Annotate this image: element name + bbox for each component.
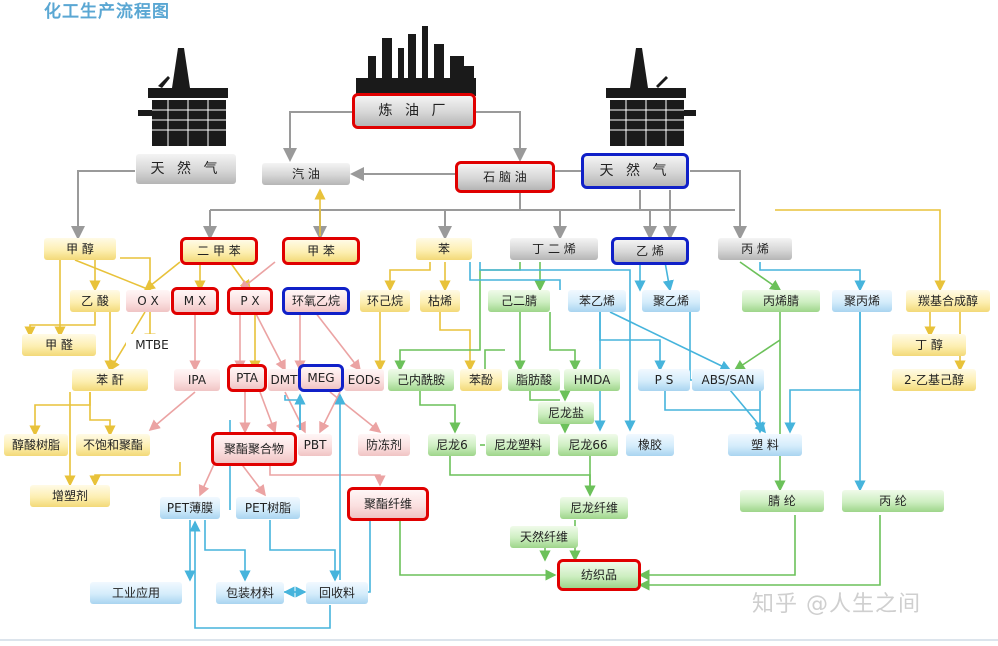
node-propylene: 丙 烯 [718, 238, 792, 260]
node-polypropylene-fiber: 丙 纶 [842, 490, 944, 512]
node-nylon-salt: 尼龙盐 [538, 402, 594, 424]
node-adipic-acid: 脂肪酸 [508, 369, 560, 391]
node-natural-gas-right: 天 然 气 [581, 153, 689, 189]
refinery-icon [356, 26, 476, 96]
node-cumene: 枯烯 [420, 290, 460, 312]
node-polyester-fiber: 聚酯纤维 [347, 487, 429, 521]
node-mx: M X [171, 287, 219, 315]
diagram-title: 化工生产流程图 [44, 2, 170, 22]
node-acrylonitrile: 丙烯腈 [742, 290, 820, 312]
node-rubber: 橡胶 [626, 434, 674, 456]
node-alkyd-resin: 醇酸树脂 [4, 434, 68, 456]
node-abs-san: ABS/SAN [692, 369, 764, 391]
node-ps: P S [638, 369, 690, 391]
node-plastics: 塑 料 [728, 434, 802, 456]
node-hmda: HMDA [564, 369, 620, 391]
node-dmt: DMT [268, 369, 300, 391]
watermark: 知乎 @人生之间 [752, 592, 921, 617]
node-px: P X [227, 287, 273, 315]
node-cyclohexane: 环己烷 [360, 290, 410, 312]
node-polypropylene: 聚丙烯 [832, 290, 892, 312]
node-gasoline: 汽 油 [262, 163, 350, 185]
oil-rig-icon-right [606, 48, 696, 146]
node-pet-film: PET薄膜 [160, 497, 220, 519]
node-refinery: 炼 油 厂 [352, 93, 476, 129]
node-natural-gas-left: 天 然 气 [136, 154, 236, 184]
node-formaldehyde: 甲 醛 [22, 334, 96, 356]
node-nylon-plastic: 尼龙塑料 [486, 434, 550, 456]
node-adiponitrile: 己二腈 [488, 290, 550, 312]
node-unsaturated-polyester: 不饱和聚酯 [76, 434, 150, 456]
node-butanol: 丁 醇 [892, 334, 966, 356]
node-plasticizer: 增塑剂 [30, 485, 110, 507]
node-nylon66: 尼龙66 [558, 434, 618, 456]
node-toluene: 甲 苯 [282, 237, 360, 265]
node-butadiene: 丁 二 烯 [510, 238, 598, 260]
node-naphtha: 石 脑 油 [455, 161, 555, 193]
node-methanol: 甲 醇 [44, 238, 116, 260]
node-xylene: 二 甲 苯 [180, 237, 258, 265]
node-packaging: 包装材料 [216, 582, 284, 604]
node-phenol: 苯酚 [460, 369, 502, 391]
node-benzene: 苯 [416, 238, 472, 260]
node-acetic-acid: 乙 酸 [70, 290, 120, 312]
node-styrene: 苯乙烯 [568, 290, 626, 312]
node-pet-resin: PET树脂 [236, 497, 300, 519]
node-nylon6: 尼龙6 [428, 434, 476, 456]
node-eods: EODs [344, 369, 384, 391]
node-natural-fiber: 天然纤维 [510, 526, 578, 548]
node-nylon-fiber: 尼龙纤维 [560, 497, 628, 519]
node-oxo-alcohol: 羰基合成醇 [906, 290, 990, 312]
node-polyethylene: 聚乙烯 [642, 290, 700, 312]
oil-rig-icon-left [138, 48, 228, 146]
node-ethylene-oxide: 环氧乙烷 [282, 287, 350, 315]
node-phthalic-anhydride: 苯 酐 [72, 369, 148, 391]
node-meg: MEG [298, 364, 344, 392]
node-ethylene: 乙 烯 [611, 237, 689, 265]
node-industrial-use: 工业应用 [90, 582, 182, 604]
node-recycled-material: 回收料 [306, 582, 368, 604]
node-antifreeze: 防冻剂 [358, 434, 410, 456]
node-acrylic-fiber: 腈 纶 [740, 490, 824, 512]
node-polyester-polymer: 聚酯聚合物 [211, 432, 297, 466]
node-ipa: IPA [174, 369, 220, 391]
node-pbt: PBT [298, 434, 332, 456]
node-mtbe: MTBE [126, 334, 178, 356]
node-caprolactam: 己内酰胺 [388, 369, 454, 391]
node-textiles: 纺织品 [557, 559, 641, 591]
node-ox: O X [126, 290, 170, 312]
node-ethylhexanol: 2-乙基己醇 [892, 369, 976, 391]
node-pta: PTA [227, 364, 267, 392]
